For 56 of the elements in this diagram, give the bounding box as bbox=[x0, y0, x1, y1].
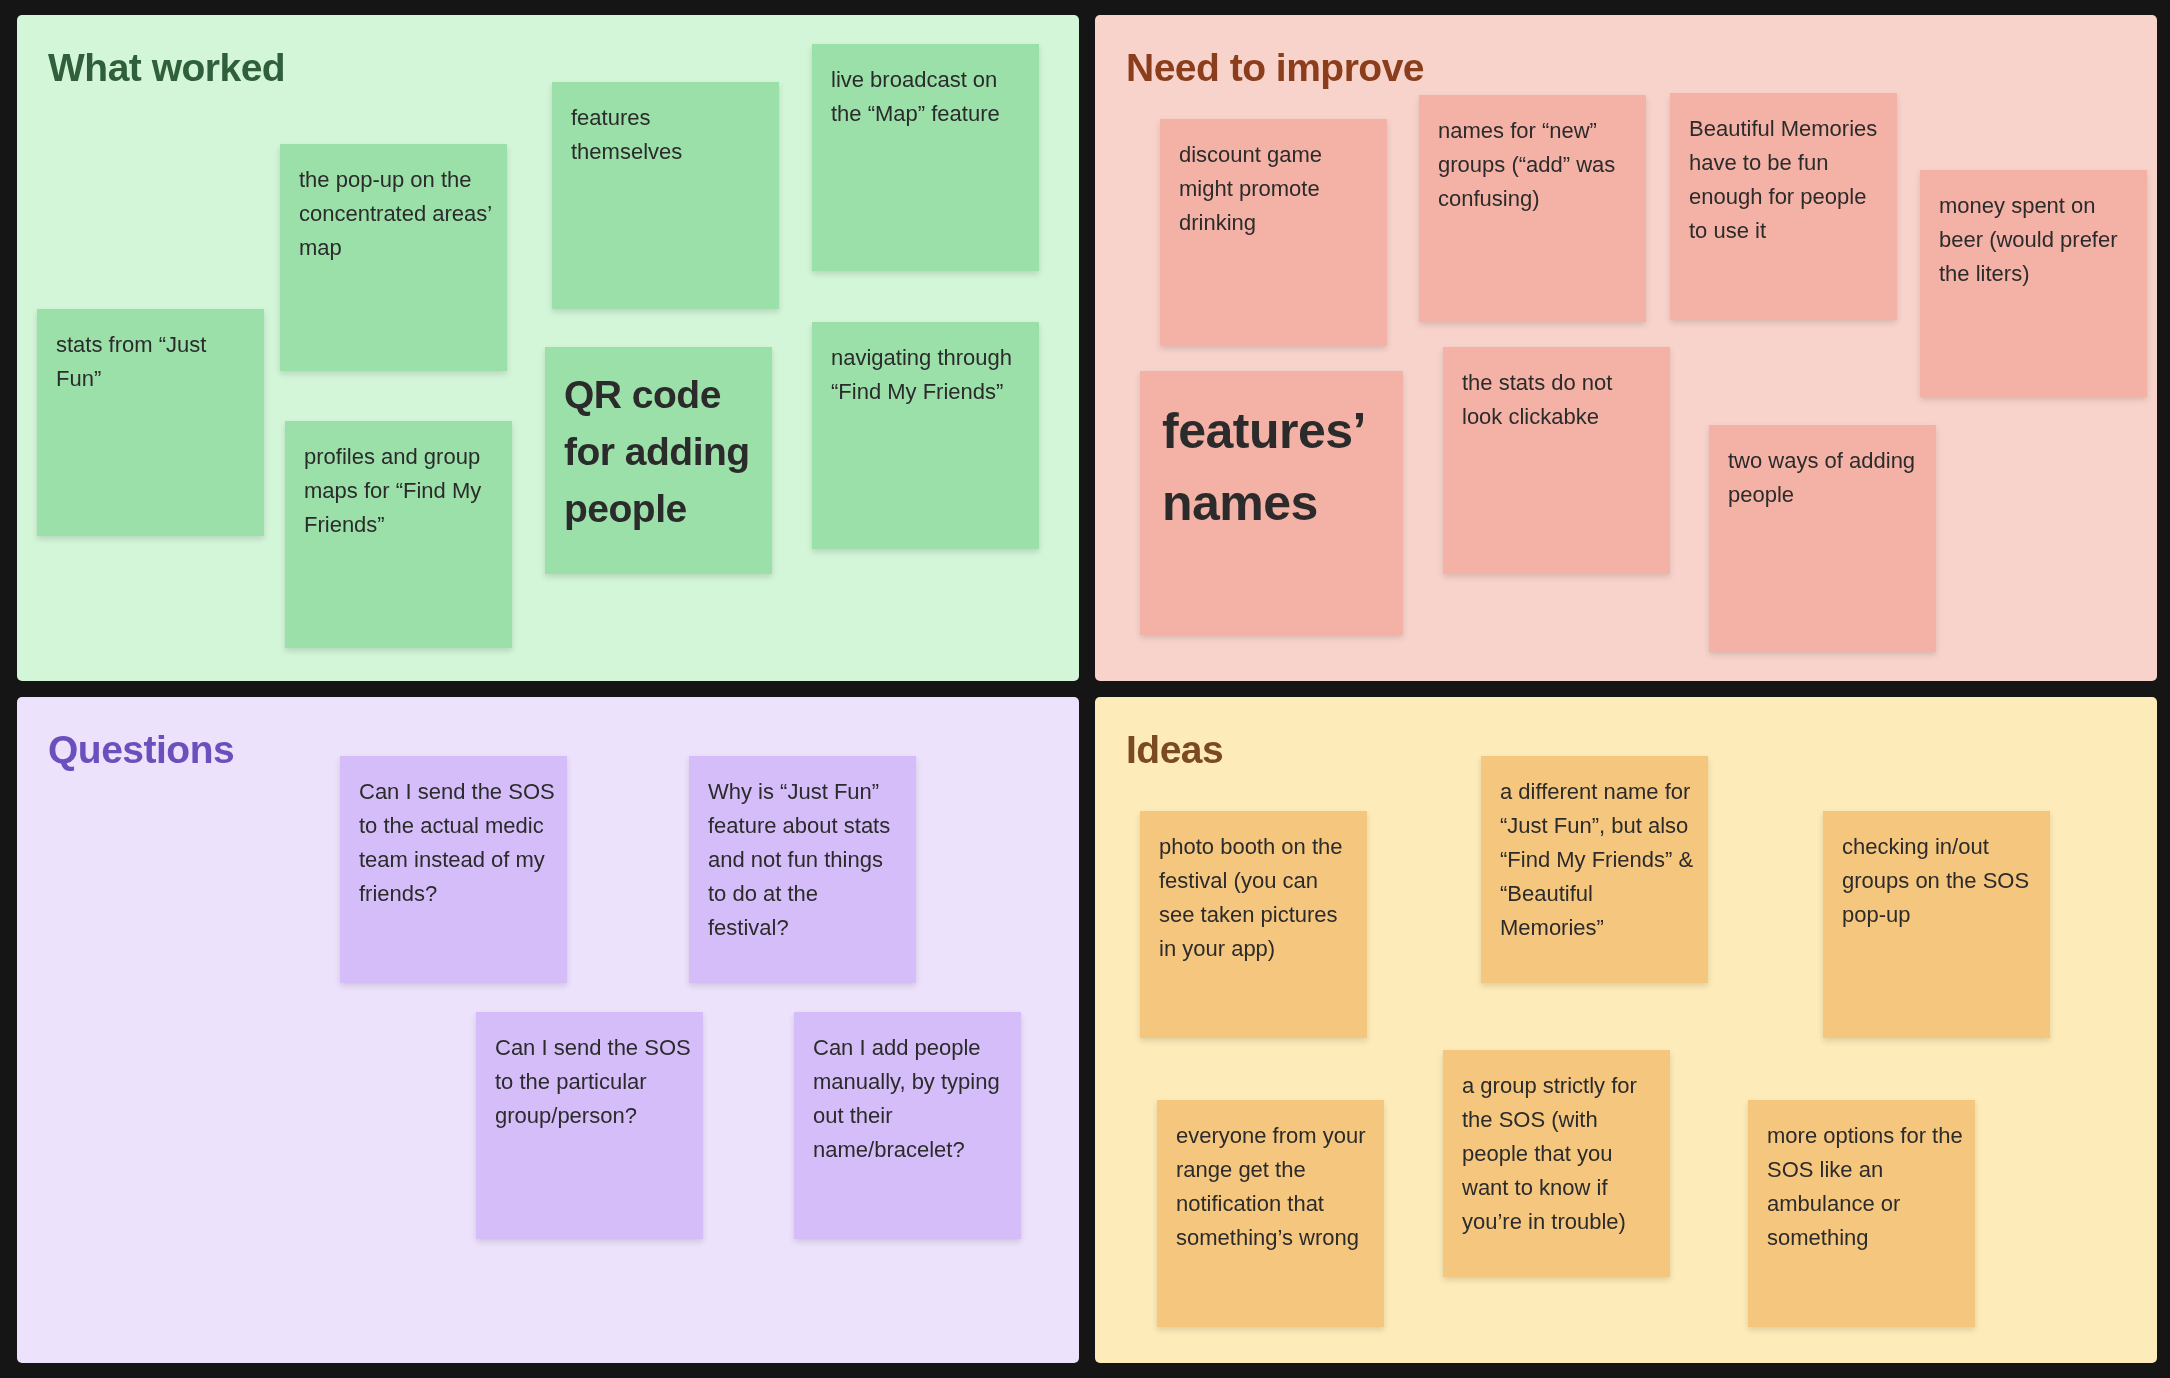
note-text: money spent on beer (would prefer the liters) bbox=[1939, 192, 2119, 288]
note-text: live broadcast on the “Map” feature bbox=[831, 66, 1001, 128]
note-text: checking in/out groups on the SOS pop-up bbox=[1842, 833, 2031, 929]
note-text: photo booth on the festival (you can see taken pictures in your app) bbox=[1159, 833, 1344, 963]
sticky-note bbox=[1140, 811, 1367, 1038]
sticky-note bbox=[552, 82, 779, 309]
sticky-note bbox=[1443, 1050, 1670, 1277]
note-text: more options for the SOS like an ambulance or something bbox=[1767, 1122, 1963, 1252]
note-text: a group strictly for the SOS (with people that you want to know if you’re in trouble) bbox=[1462, 1072, 1638, 1236]
section-heading: Need to improve bbox=[1126, 45, 1425, 91]
sticky-note bbox=[545, 347, 772, 574]
sticky-note bbox=[1748, 1100, 1975, 1327]
note-text: Why is “Just Fun” feature about stats and not fun things to do at the festival? bbox=[708, 778, 892, 942]
sticky-note bbox=[1160, 119, 1387, 346]
section-panel bbox=[1095, 15, 2157, 681]
note-text: features’ names bbox=[1162, 402, 1365, 533]
sticky-note bbox=[476, 1012, 703, 1239]
section-panel bbox=[17, 697, 1079, 1363]
note-text: stats from “Just Fun” bbox=[56, 331, 208, 393]
sticky-note bbox=[1481, 756, 1708, 983]
sticky-note bbox=[794, 1012, 1021, 1239]
sticky-note bbox=[812, 322, 1039, 549]
note-text: discount game might promote drinking bbox=[1179, 141, 1324, 237]
note-text: Can I send the SOS to the particular group/person? bbox=[495, 1034, 691, 1130]
sticky-note bbox=[280, 144, 507, 371]
note-text: navigating through “Find My Friends” bbox=[831, 344, 1014, 406]
section-panel bbox=[17, 15, 1079, 681]
sticky-note bbox=[689, 756, 916, 983]
sticky-note bbox=[1419, 95, 1646, 322]
section-panel bbox=[1095, 697, 2157, 1363]
note-text: a different name for “Just Fun”, but also “Find My Friends” & “Beautiful Memories” bbox=[1500, 778, 1695, 942]
section-heading: Questions bbox=[48, 727, 235, 773]
note-text: QR code for adding people bbox=[564, 372, 751, 532]
sticky-note bbox=[1140, 371, 1403, 635]
note-text: features themselves bbox=[571, 104, 684, 166]
sticky-note bbox=[37, 309, 264, 536]
sticky-note bbox=[1823, 811, 2050, 1038]
sticky-note bbox=[812, 44, 1039, 271]
sticky-note bbox=[1920, 170, 2147, 397]
sticky-note bbox=[1443, 347, 1670, 574]
note-text: Can I send the SOS to the actual medic team instead of my friends? bbox=[359, 778, 555, 908]
note-text: profiles and group maps for “Find My Friends” bbox=[304, 443, 483, 539]
sticky-note bbox=[1670, 93, 1897, 320]
section-heading: Ideas bbox=[1126, 727, 1224, 773]
note-text: names for “new” groups (“add” was confusing) bbox=[1438, 117, 1617, 213]
note-text: Can I add people manually, by typing out their name/bracelet? bbox=[813, 1034, 1001, 1164]
note-text: two ways of adding people bbox=[1728, 447, 1917, 509]
note-text: the stats do not look clickabke bbox=[1462, 369, 1614, 431]
sticky-note bbox=[1709, 425, 1936, 652]
note-text: the pop-up on the concentrated areas’ map bbox=[299, 166, 493, 262]
section-heading: What worked bbox=[48, 45, 286, 91]
sticky-note bbox=[285, 421, 512, 648]
sticky-note bbox=[1157, 1100, 1384, 1327]
note-text: everyone from your range get the notification that something’s wrong bbox=[1176, 1122, 1367, 1252]
sticky-note bbox=[340, 756, 567, 983]
note-text: Beautiful Memories have to be fun enough for people to use it bbox=[1689, 115, 1879, 245]
